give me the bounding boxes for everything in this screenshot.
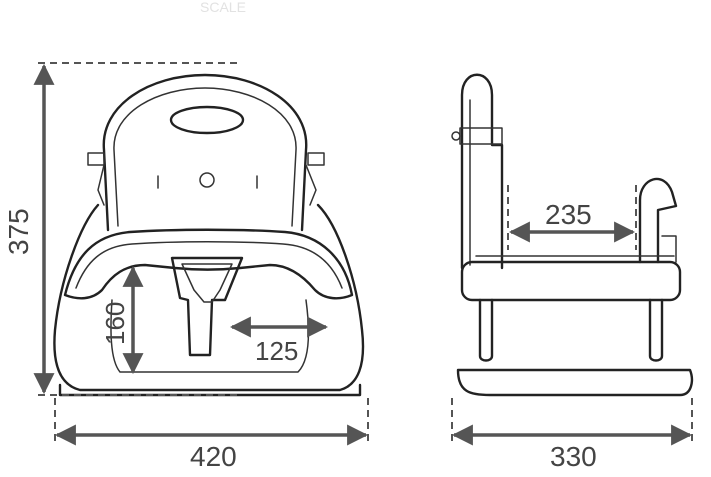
side-bracket-left [97, 164, 105, 206]
side-armrest-inner [661, 235, 677, 263]
side-strap-buckle [459, 127, 503, 145]
side-seat-body [460, 260, 682, 302]
side-backrest [460, 73, 504, 270]
side-armrest [638, 177, 678, 264]
seat-shell-outer [53, 203, 365, 392]
side-strap-pin [451, 131, 461, 141]
side-base [456, 368, 694, 397]
dim-420-label: 420 [190, 441, 237, 472]
armrest-band-inner [75, 241, 343, 289]
backrest-outline [102, 73, 308, 232]
strap-tab-left [87, 152, 105, 166]
center-hole [199, 172, 215, 188]
crotch-post [170, 256, 244, 357]
dim-375-label: 375 [3, 208, 34, 255]
dim-160-label: 160 [100, 302, 130, 345]
side-bracket-right [305, 164, 317, 206]
handle-hole [169, 105, 245, 135]
side-leg-left [478, 298, 494, 362]
faint-header-text: SCALE [200, 0, 246, 15]
backrest-inner-outline [113, 87, 297, 227]
dim-330-label: 330 [550, 441, 597, 472]
crotch-post-inner [181, 263, 233, 303]
dim-235-label: 235 [545, 199, 592, 230]
strap-tab-right [307, 152, 325, 166]
dim-125-label: 125 [255, 336, 298, 366]
side-view: 235 330 [451, 73, 694, 472]
side-leg-right [648, 298, 664, 362]
front-view: 375 160 125 420 [3, 62, 369, 472]
